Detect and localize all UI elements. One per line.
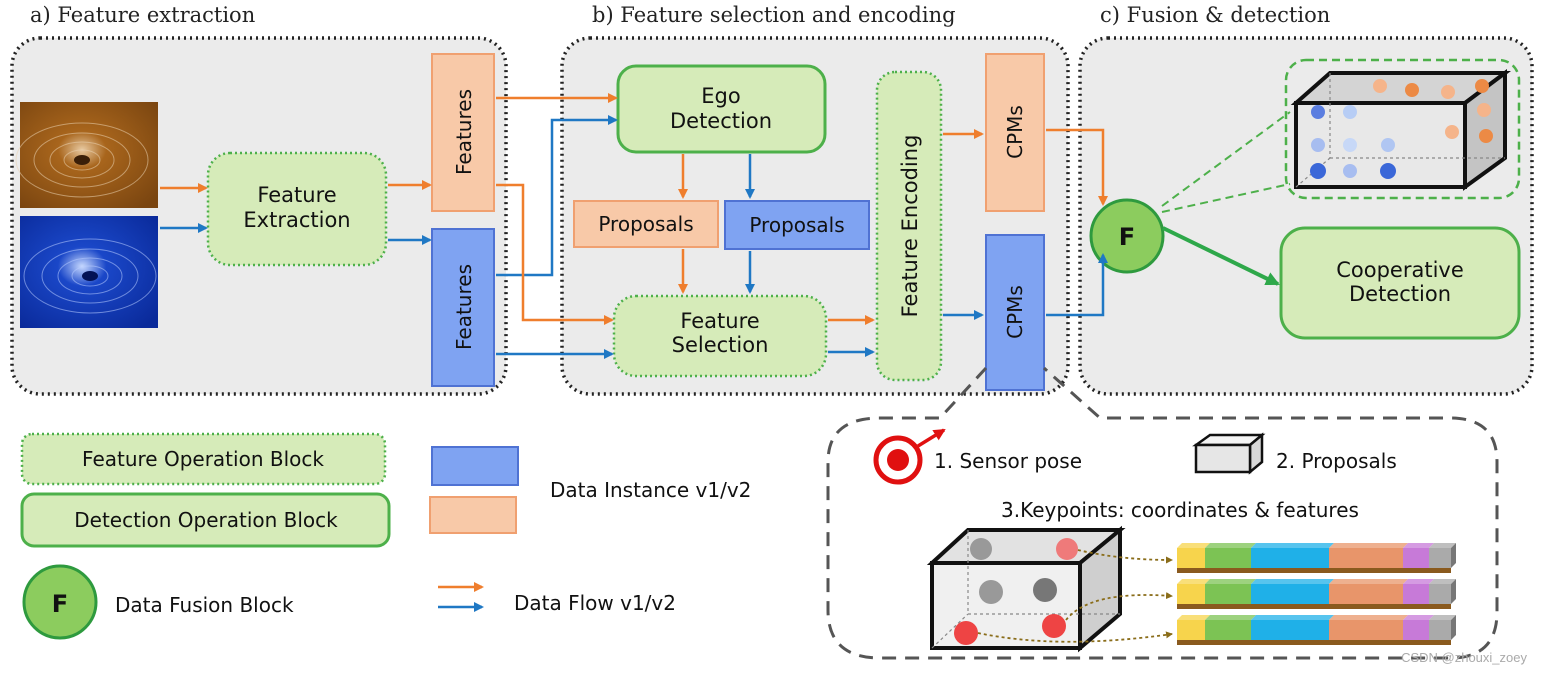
zoom-line-upper xyxy=(1161,111,1291,207)
feature-vector xyxy=(1177,579,1456,609)
feature-extraction-block xyxy=(206,151,388,267)
features-block-v1 xyxy=(431,53,495,212)
feature-selection-label-line1: Feature xyxy=(680,309,759,333)
section-title-b: b) Feature selection and encoding xyxy=(592,3,956,27)
cpms-block-v2 xyxy=(985,234,1045,391)
keypoint-feature-vectors xyxy=(1177,543,1456,645)
cpms-label-v2: CPMs xyxy=(1003,285,1027,339)
proposals-detail-label: 2. Proposals xyxy=(1276,449,1397,473)
sensor-pose-label: 1. Sensor pose xyxy=(934,449,1082,473)
ego-detection-block xyxy=(616,64,827,154)
fusion-to-cooperative-arrow xyxy=(1162,226,1280,286)
fused-scene-cube-icon xyxy=(1284,58,1521,200)
proposals-block-v1 xyxy=(573,200,719,248)
feature-encoding-label: Feature Encoding xyxy=(898,135,922,318)
watermark: CSDN @zhouxi_zoey xyxy=(1401,650,1527,665)
lidar-image-v1 xyxy=(15,102,158,208)
feature-vector xyxy=(1177,615,1456,645)
legend-data-flow-label: Data Flow v1/v2 xyxy=(514,591,676,615)
feature-extraction-label-line2: Extraction xyxy=(243,208,350,232)
legend-fusion-letter: F xyxy=(52,590,68,618)
proposals-label-v2: Proposals xyxy=(749,213,844,237)
legend-feature-op-swatch xyxy=(20,432,387,486)
cpms-block-v1 xyxy=(985,53,1045,212)
proposals-label-v1: Proposals xyxy=(598,212,693,236)
cooperative-detection-label-line1: Cooperative xyxy=(1336,258,1464,282)
proposals-cube-icon xyxy=(1192,432,1266,475)
features-label-v2: Features xyxy=(452,264,476,350)
feature-extraction-label-line1: Feature xyxy=(257,183,336,207)
cooperative-detection-block xyxy=(1279,226,1521,340)
legend-detection-op-swatch xyxy=(20,492,391,548)
features-block-v2 xyxy=(431,228,495,387)
feature-vector xyxy=(1177,543,1456,573)
ego-detection-label-line1: Ego xyxy=(701,84,740,108)
keypoints-label: 3.Keypoints: coordinates & features xyxy=(1001,498,1359,522)
ego-detection-label-line2: Detection xyxy=(670,109,772,133)
feature-selection-label-line2: Selection xyxy=(672,333,769,357)
legend-data-fusion-label: Data Fusion Block xyxy=(115,593,294,617)
cooperative-detection-label-line2: Detection xyxy=(1349,282,1451,306)
data-flow-arrows xyxy=(160,93,1108,359)
cpm-callout-outline xyxy=(826,366,1499,660)
legend-detection-op-label: Detection Operation Block xyxy=(74,508,338,532)
fusion-block xyxy=(1089,198,1165,274)
legend-fusion-swatch xyxy=(22,564,98,640)
features-label-v1: Features xyxy=(452,89,476,175)
legend-feature-op-label: Feature Operation Block xyxy=(82,447,324,471)
feature-encoding-block xyxy=(875,70,943,382)
section-title-a: a) Feature extraction xyxy=(30,3,255,27)
lidar-image-v2 xyxy=(20,216,158,328)
feature-selection-block xyxy=(612,294,828,378)
proposals-block-v2 xyxy=(724,200,870,250)
legend-data-instance-v2-swatch xyxy=(431,446,519,486)
legend-data-instance-v1-swatch xyxy=(429,496,517,534)
cpms-label-v1: CPMs xyxy=(1003,105,1027,159)
fusion-letter: F xyxy=(1119,223,1135,251)
legend-data-instance-label: Data Instance v1/v2 xyxy=(550,478,751,502)
keypoint-links xyxy=(977,549,1173,643)
section-title-c: c) Fusion & detection xyxy=(1100,3,1330,27)
sensor-pose-icon xyxy=(873,428,946,485)
zoom-line-lower xyxy=(1161,183,1291,213)
keypoints-cube-icon xyxy=(926,525,1126,653)
